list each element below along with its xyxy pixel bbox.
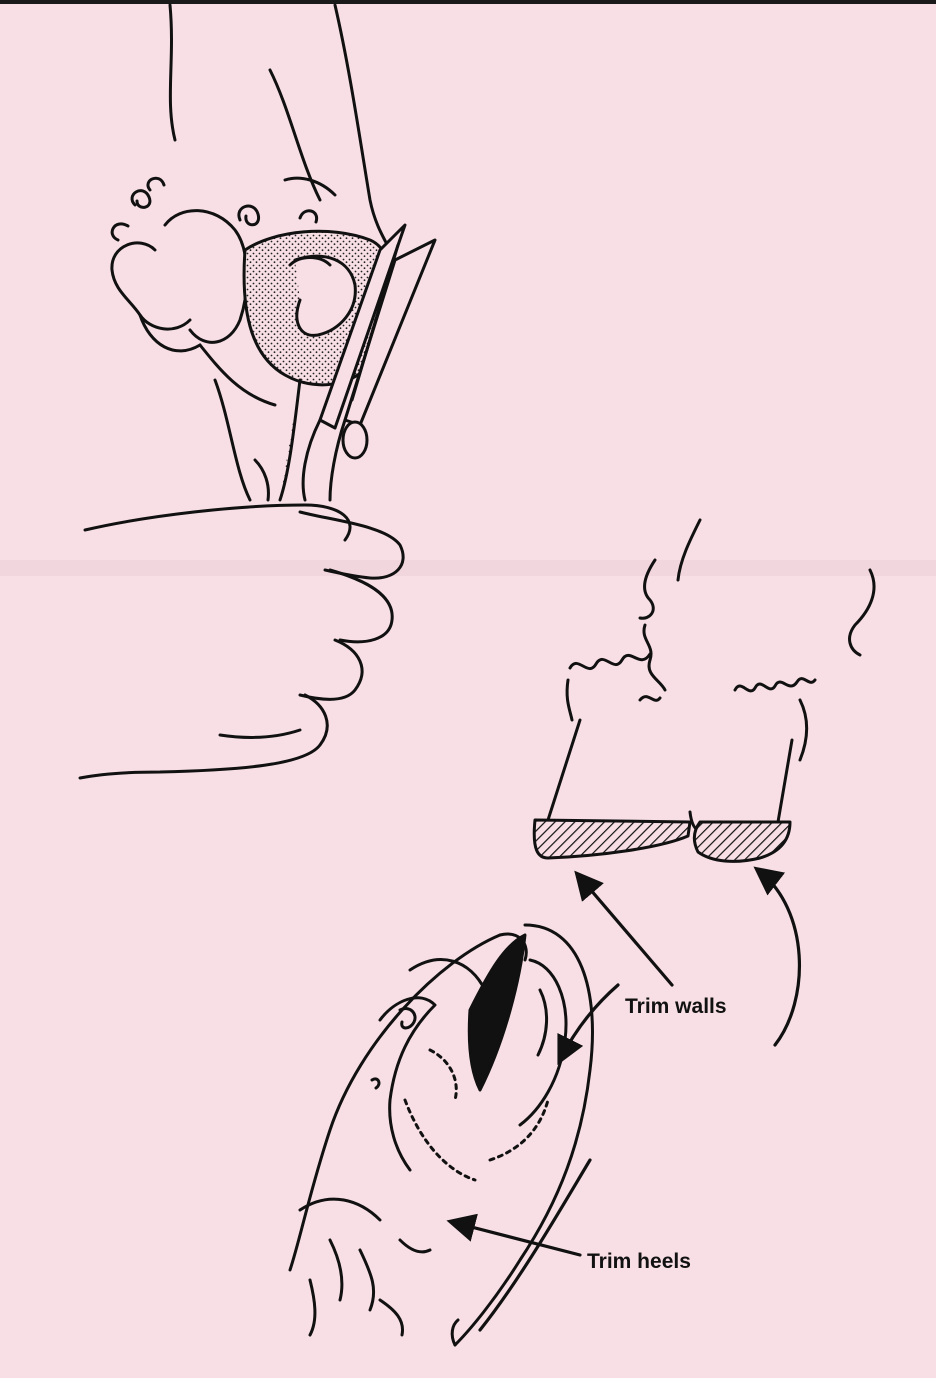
trim-heels-label: Trim heels xyxy=(587,1250,691,1274)
hoof-side-view-drawing xyxy=(534,520,874,861)
trim-walls-arrow-to-heel xyxy=(758,870,799,1045)
hoof-sole-view-drawing xyxy=(290,925,592,1345)
trim-walls-arrow-to-toe xyxy=(578,875,672,985)
hand-and-shears-drawing xyxy=(80,5,435,778)
trim-heels-arrow xyxy=(452,1222,580,1255)
trim-walls-label: Trim walls xyxy=(625,995,727,1019)
